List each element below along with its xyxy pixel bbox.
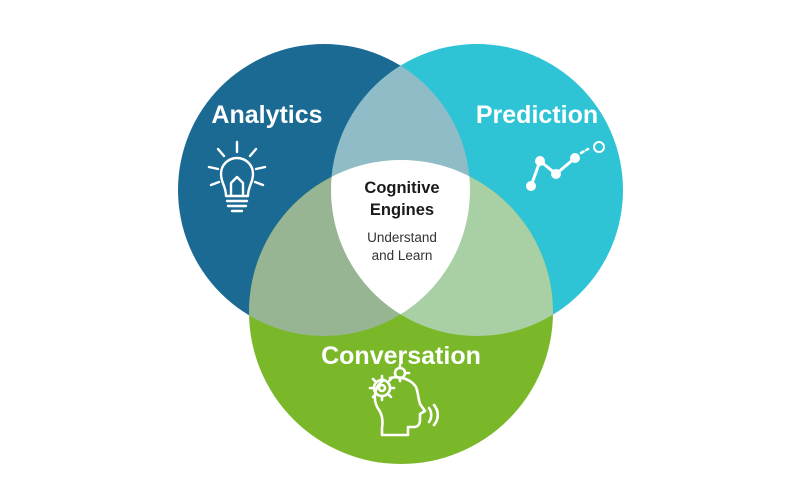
center-title-line2: Engines: [370, 201, 434, 219]
prediction-label: Prediction: [476, 101, 598, 129]
line-chart-icon: [526, 141, 605, 191]
center-subtitle-line2: and Learn: [372, 248, 433, 263]
head-gears-icon: [368, 363, 440, 437]
center-subtitle-line1: Understand: [367, 230, 437, 245]
analytics-label: Analytics: [211, 101, 322, 129]
cognitive-engines-center: [331, 160, 470, 336]
center-title-line1: Cognitive: [364, 179, 439, 197]
lightbulb-icon: [207, 140, 267, 213]
